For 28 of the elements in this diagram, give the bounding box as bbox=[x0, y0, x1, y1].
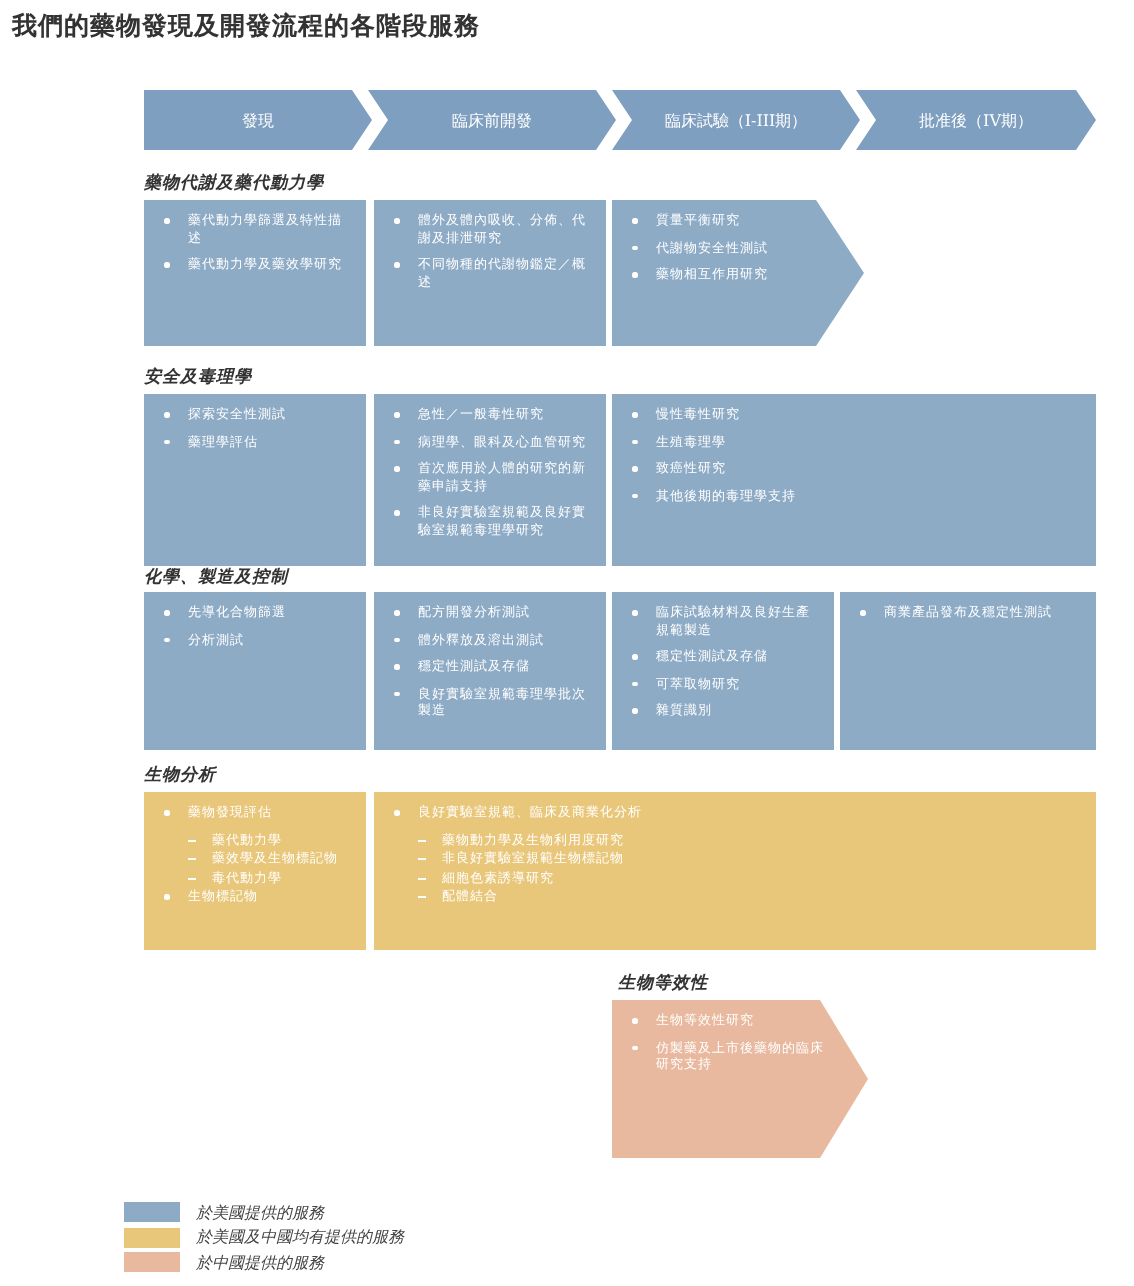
service-box bbox=[612, 592, 834, 750]
phase-band bbox=[368, 90, 616, 150]
service-box bbox=[144, 394, 366, 566]
phase-band bbox=[144, 90, 372, 150]
section-heading: 藥物代謝及藥代動力學 bbox=[144, 172, 324, 196]
service-box bbox=[144, 792, 366, 950]
phase-label: 臨床試驗（I-III期） bbox=[664, 109, 808, 131]
legend-label: 於美國及中國均有提供的服務 bbox=[196, 1226, 404, 1248]
legend-label: 於美國提供的服務 bbox=[196, 1201, 324, 1223]
section-heading: 生物等效性 bbox=[618, 972, 708, 996]
phase-label: 臨床前開發 bbox=[452, 109, 532, 131]
service-box bbox=[144, 200, 366, 346]
service-box bbox=[144, 592, 366, 750]
phase-label: 發現 bbox=[242, 109, 274, 131]
section-heading: 化學、製造及控制 bbox=[144, 566, 288, 590]
section-heading: 安全及毒理學 bbox=[144, 366, 252, 390]
service-box bbox=[374, 394, 606, 566]
phase-band bbox=[856, 90, 1096, 150]
phase-label: 批准後（IV期） bbox=[919, 109, 1033, 131]
title: 我們的藥物發現及開發流程的各階段服務 bbox=[12, 10, 480, 44]
service-box bbox=[612, 394, 1096, 566]
legend-label: 於中國提供的服務 bbox=[196, 1251, 324, 1273]
service-box bbox=[374, 200, 606, 346]
service-box bbox=[840, 592, 1096, 750]
service-box bbox=[374, 792, 1096, 950]
phase-band bbox=[612, 90, 860, 150]
section-heading: 生物分析 bbox=[144, 764, 216, 788]
service-box bbox=[374, 592, 606, 750]
